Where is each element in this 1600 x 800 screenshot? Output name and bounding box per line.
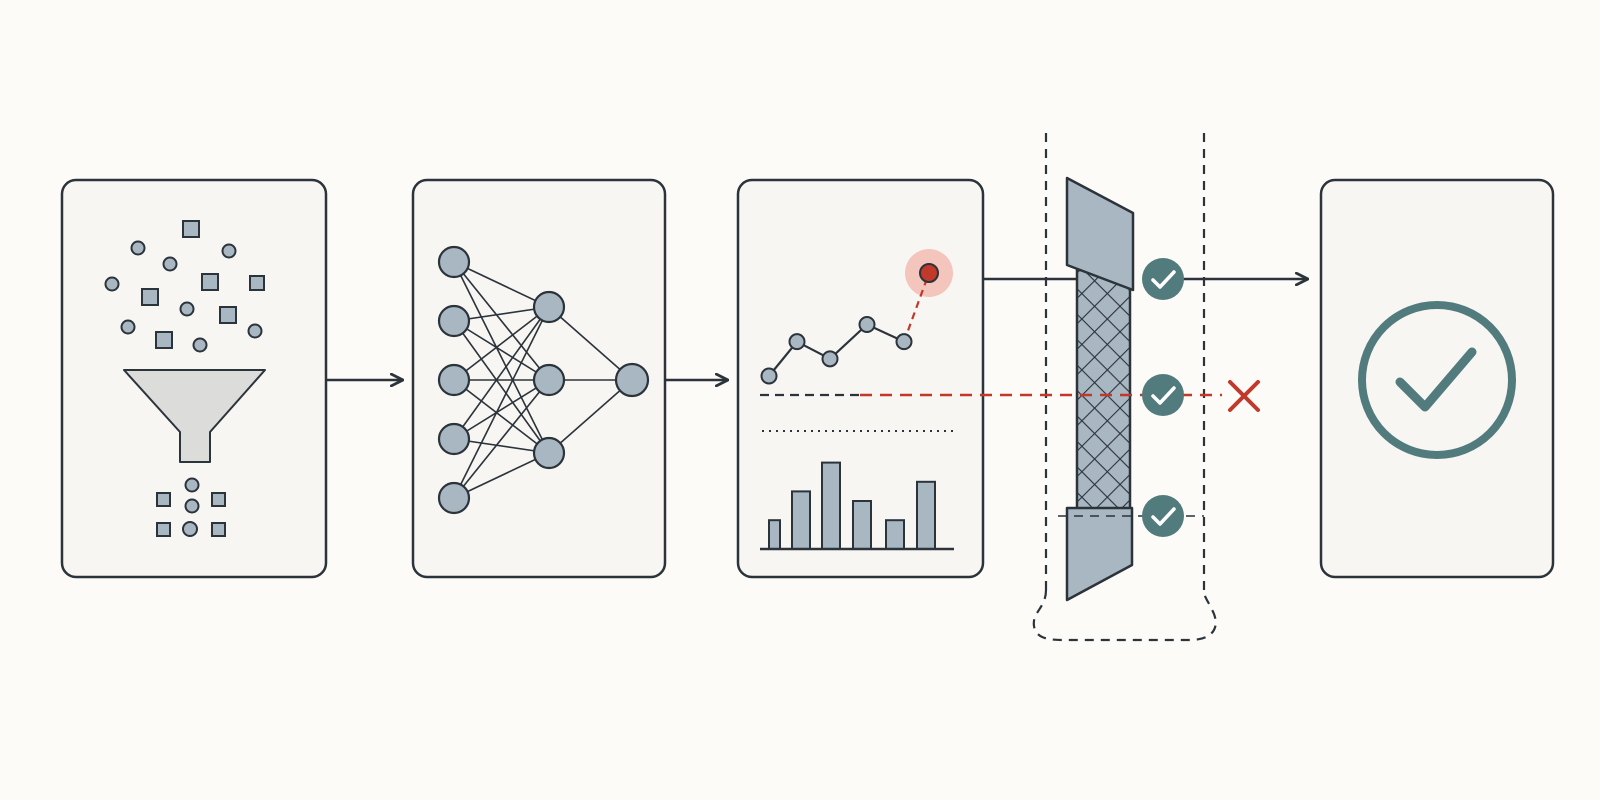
network-edge — [453, 379, 550, 454]
network-node — [437, 245, 471, 279]
network-edge — [453, 320, 550, 454]
network-node — [437, 481, 471, 515]
network-edge — [453, 306, 550, 499]
bar — [852, 500, 872, 550]
bar — [768, 519, 781, 551]
anomaly-link — [902, 272, 931, 343]
bar — [791, 490, 811, 550]
network-node — [532, 363, 566, 397]
bar — [916, 480, 936, 550]
network-edge — [453, 306, 550, 381]
panel-frame — [1319, 178, 1555, 579]
line-point — [788, 333, 806, 351]
network-node — [532, 290, 566, 324]
network-node — [437, 363, 471, 397]
network-edge — [453, 261, 550, 308]
line-point — [821, 350, 839, 368]
panel-output — [1319, 178, 1555, 579]
panel-model — [411, 178, 667, 579]
network-edge — [453, 261, 550, 381]
data-funnel-icon — [104, 220, 266, 537]
anomaly-point — [919, 263, 939, 283]
approved-check-icon — [1358, 301, 1516, 459]
line-point — [895, 333, 913, 351]
network-edge — [453, 379, 550, 440]
gate-bottom-block — [1065, 506, 1134, 602]
line-point — [760, 367, 778, 385]
gate-base-outline — [1032, 589, 1217, 642]
check-icon — [1142, 258, 1184, 300]
bar — [821, 461, 841, 551]
check-icon — [1142, 495, 1184, 537]
anomaly-chart-icon — [760, 249, 955, 551]
network-edge — [453, 320, 550, 381]
network-node — [532, 436, 566, 470]
check-icon — [1142, 374, 1184, 416]
gate-mesh — [1075, 268, 1132, 512]
filter-gate-icon — [860, 133, 1260, 642]
network-edge — [453, 306, 550, 440]
panel-data-intake — [60, 178, 328, 579]
gate-top-block — [1065, 176, 1135, 292]
x-mark-icon — [1228, 380, 1260, 412]
network-edge — [453, 379, 550, 499]
network-node — [437, 304, 471, 338]
network-node — [614, 362, 650, 398]
connectors — [327, 279, 1308, 380]
bar — [885, 519, 905, 551]
neural-network-icon — [437, 245, 650, 515]
network-edge — [548, 306, 633, 381]
panel-analysis — [736, 178, 985, 579]
line-point — [858, 316, 876, 333]
network-edge — [548, 379, 633, 454]
network-node — [437, 422, 471, 456]
network-edge — [453, 452, 550, 499]
network-edge — [453, 261, 550, 454]
